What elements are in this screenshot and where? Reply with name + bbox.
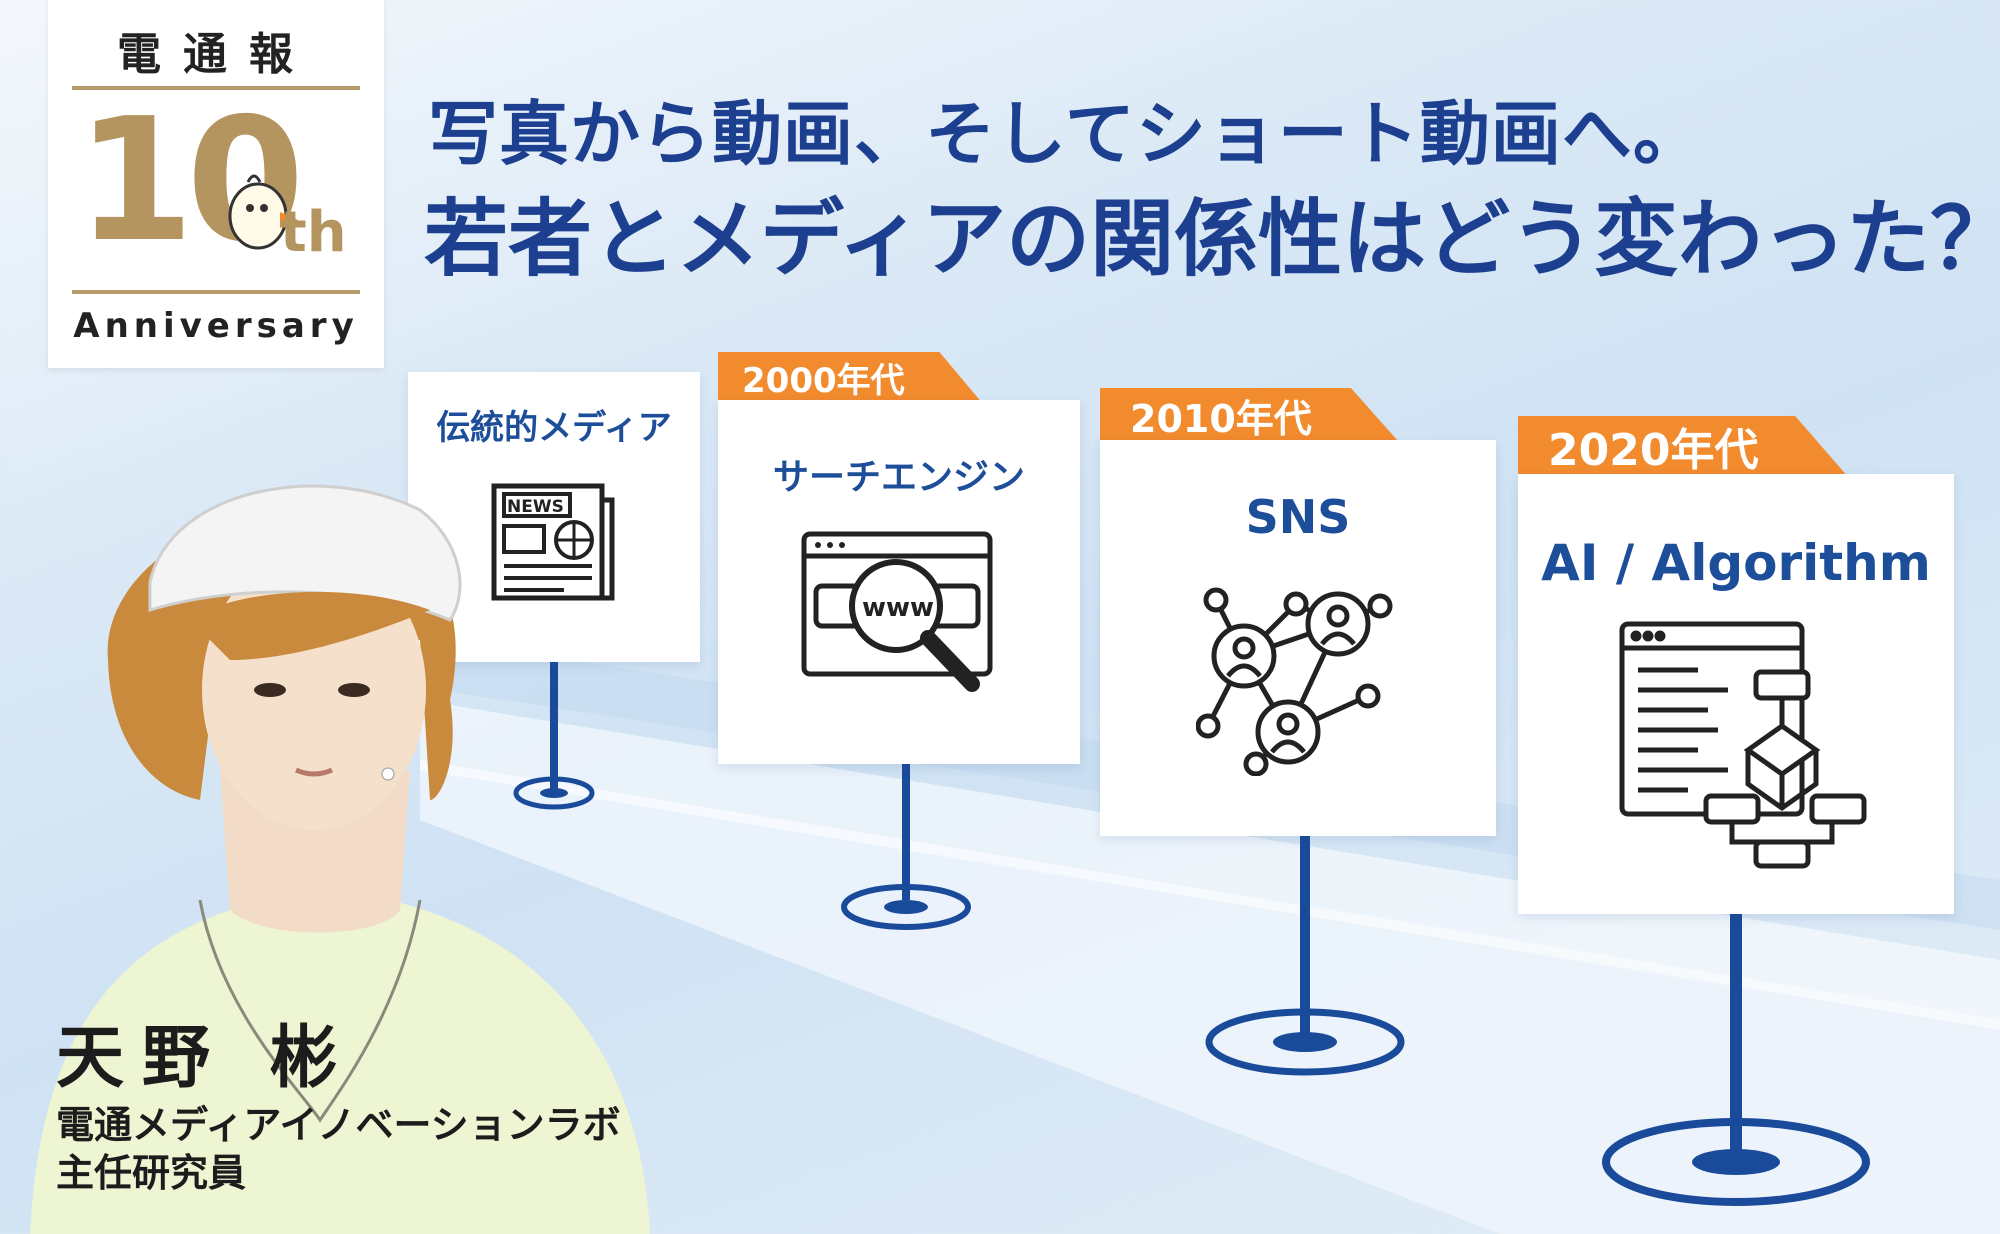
card-pole [1300,834,1310,1040]
anniversary-suffix: th [280,200,347,265]
headline-line-1: 写真から動画、そしてショート動画へ。 [428,93,1704,175]
timeline-card-traditional: 伝統的メディア NEWS [408,372,700,662]
pole-base-ring [1205,1008,1405,1076]
person-organization: 電通メディアイノベーションラボ [56,1103,621,1147]
pole-base-ring [841,884,971,930]
svg-text:NEWS: NEWS [507,497,564,517]
card-pole [550,660,558,790]
person-role: 主任研究員 [56,1151,247,1195]
logo-divider [72,86,360,90]
card-title: SNS [1245,490,1351,544]
card-title: 伝統的メディア [436,408,672,448]
person-portrait [30,484,650,1234]
svg-text:www: www [862,593,934,623]
mascot-bird-icon [228,174,298,250]
algorithm-icon [1619,621,1867,869]
card-title: サーチエンジン [772,457,1025,498]
person-name: 天野 彬 [56,1019,356,1098]
publication-name: 電通報 [117,29,315,80]
pole-base-ring [1602,1118,1870,1206]
logo-divider [72,290,360,294]
timeline-card-ai: AI / Algorithm [1518,474,1954,914]
headline-line-2: 若者とメディアの関係性はどう変わった？ [424,190,2000,288]
anniversary-logo: 電通報 10 th Anniversary [48,0,384,368]
card-pole [902,760,910,900]
card-pole [1730,912,1742,1160]
era-tag: 2010年代 [1100,388,1406,450]
newspaper-icon: NEWS [491,483,615,601]
timeline-card-sns: SNS [1100,440,1496,836]
anniversary-label: Anniversary [73,306,359,346]
timeline-card-search: サーチエンジン www [718,400,1080,764]
social-network-icon [1196,587,1393,776]
pole-base-ring [513,776,595,810]
search-www-icon: www [801,531,993,692]
card-title: AI / Algorithm [1541,534,1931,592]
